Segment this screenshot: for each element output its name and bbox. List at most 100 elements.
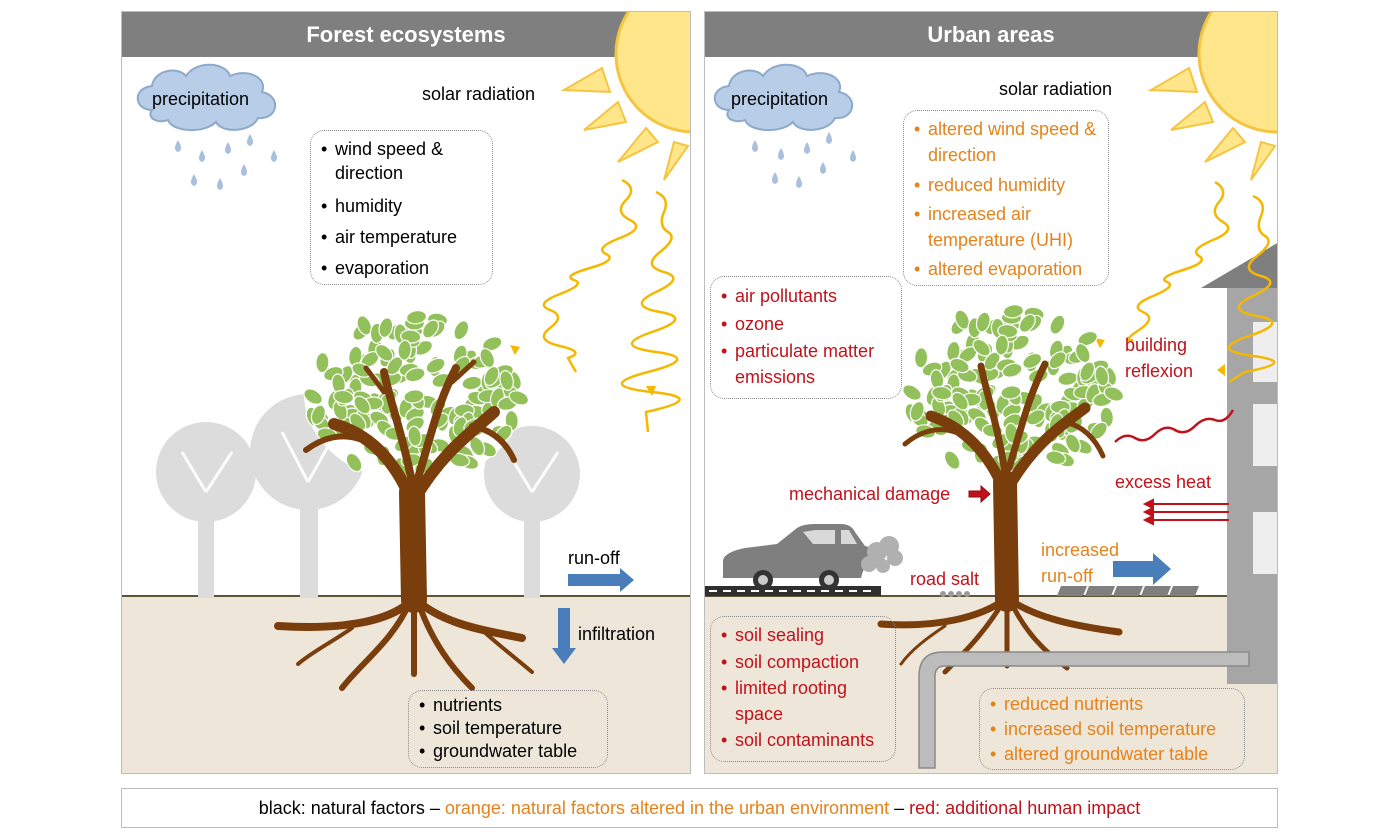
leaf-icon [356, 315, 373, 336]
sun-icon [1147, 12, 1277, 181]
urban-pollutants-box: air pollutants ozone particulate matter … [710, 276, 902, 399]
rain-icon [175, 134, 277, 190]
legend-separator: – [889, 798, 910, 818]
forest-air-factor: humidity [319, 193, 484, 219]
leaf-icon [422, 319, 440, 339]
forest-air-factors-box: wind speed & direction humidity air temp… [310, 130, 493, 285]
mechanical-damage-label: mechanical damage [789, 484, 951, 504]
leaf-icon [425, 357, 446, 374]
forest-illustration [136, 12, 690, 691]
leaf-icon [378, 317, 394, 339]
leaf-icon [902, 384, 922, 401]
urban-pollutant: air pollutants [719, 282, 893, 310]
urban-altered-factor: altered wind speed & direction [912, 116, 1100, 168]
car-icon [723, 524, 881, 590]
leaf-icon [404, 367, 426, 383]
building-icon [1201, 243, 1277, 684]
urban-pollutant: particulate matter emissions [719, 338, 893, 390]
urban-panel: Urban areas [704, 11, 1278, 774]
leaf-icon [375, 343, 394, 362]
forest-soil-factors-box: nutrients soil temperature groundwater t… [408, 690, 608, 768]
leaf-icon [1094, 365, 1110, 387]
forest-runoff-label: run-off [568, 548, 620, 568]
forest-soil-factor: soil temperature [417, 717, 599, 740]
pipe-icon [918, 651, 1250, 769]
leaf-icon [951, 391, 969, 411]
infiltration-arrow-icon [552, 608, 576, 664]
urban-panel-title: Urban areas [705, 12, 1277, 57]
leaf-icon [954, 309, 970, 330]
leaf-icon [453, 320, 470, 341]
runoff-arrow-icon [568, 568, 634, 592]
paving-icon [1057, 586, 1199, 596]
sun-icon [560, 12, 690, 181]
forest-infiltration-label: infiltration [578, 624, 656, 644]
forest-soil-factor: nutrients [417, 694, 599, 717]
leaf-icon [972, 338, 991, 357]
radiation-wave-icon [542, 178, 681, 433]
leaf-icon [1064, 433, 1081, 454]
leaf-icon [1077, 330, 1098, 347]
leaf-icon [1103, 386, 1124, 402]
urban-illustration [705, 12, 1277, 769]
leaf-icon [975, 311, 991, 333]
forest-panel-title: Forest ecosystems [122, 12, 690, 57]
forest-precipitation-label: precipitation [152, 89, 250, 109]
leaf-icon [403, 389, 425, 404]
urban-soil-altered-factor: altered groundwater table [988, 742, 1236, 767]
forest-panel: Forest ecosystems [121, 11, 691, 774]
forest-air-factor: air temperature [319, 224, 484, 250]
leaf-icon [303, 388, 323, 405]
runoff-arrow-icon [1113, 553, 1171, 585]
leaf-icon [997, 323, 1019, 339]
building-reflexion-label: building reflexion [1125, 335, 1194, 381]
leaf-icon [1048, 351, 1067, 370]
cloud-icon [713, 63, 854, 131]
urban-soil-altered-factor: increased soil temperature [988, 717, 1236, 742]
forest-solar-label: solar radiation [422, 84, 536, 104]
tree-trunk-icon [902, 360, 1106, 612]
leaf-icon [1025, 409, 1046, 426]
leaf-icon [353, 395, 371, 415]
rain-icon [752, 132, 856, 188]
radiation-wave-icon [1126, 180, 1276, 384]
increased-runoff-label: increased run-off [1041, 540, 1120, 586]
leaf-icon [508, 390, 529, 406]
leaf-icon [310, 404, 326, 426]
urban-altered-factor: altered evaporation [912, 256, 1100, 282]
legend-separator: – [424, 798, 445, 818]
legend-red-entry: red: additional human impact [909, 798, 1141, 818]
road-salt-icon [940, 591, 970, 597]
urban-altered-factor: reduced humidity [912, 172, 1100, 198]
leaf-icon [1049, 314, 1066, 335]
legend-orange-entry: orange: natural factors altered in the u… [444, 798, 890, 818]
leaf-icon [1001, 362, 1023, 378]
leaf-icon [397, 339, 412, 361]
leaf-icon [1045, 450, 1067, 466]
leaf-icon [913, 347, 929, 369]
leaf-icon [1022, 352, 1043, 369]
leaf-icon [1079, 361, 1096, 382]
leaf-icon [943, 450, 961, 470]
road-salt-label: road salt [910, 569, 980, 589]
leaf-icon [994, 334, 1009, 356]
leaf-icon [931, 385, 953, 401]
leaf-icon [909, 400, 925, 422]
leaf-icon [1018, 313, 1036, 333]
exhaust-icon [861, 536, 903, 573]
leaf-icon [332, 389, 355, 405]
leaf-icon [499, 370, 514, 391]
color-legend: black: natural factors – orange: natural… [121, 788, 1278, 828]
urban-soil-impact: soil compaction [719, 649, 887, 675]
urban-precipitation-label: precipitation [731, 89, 829, 109]
cloud-icon [136, 63, 277, 131]
urban-soil-altered-box: reduced nutrients increased soil tempera… [979, 688, 1245, 770]
leaf-icon [479, 347, 495, 369]
leaf-icon [949, 357, 970, 374]
reflexion-wave-icon [1114, 409, 1235, 443]
urban-soil-impacts-box: soil sealing soil compaction limited roo… [710, 616, 896, 762]
urban-pollutant: ozone [719, 310, 893, 338]
urban-altered-factor: increased air temperature (UHI) [912, 201, 1100, 253]
excess-heat-label: excess heat [1115, 472, 1212, 492]
excess-heat-arrows-icon [1142, 498, 1229, 526]
